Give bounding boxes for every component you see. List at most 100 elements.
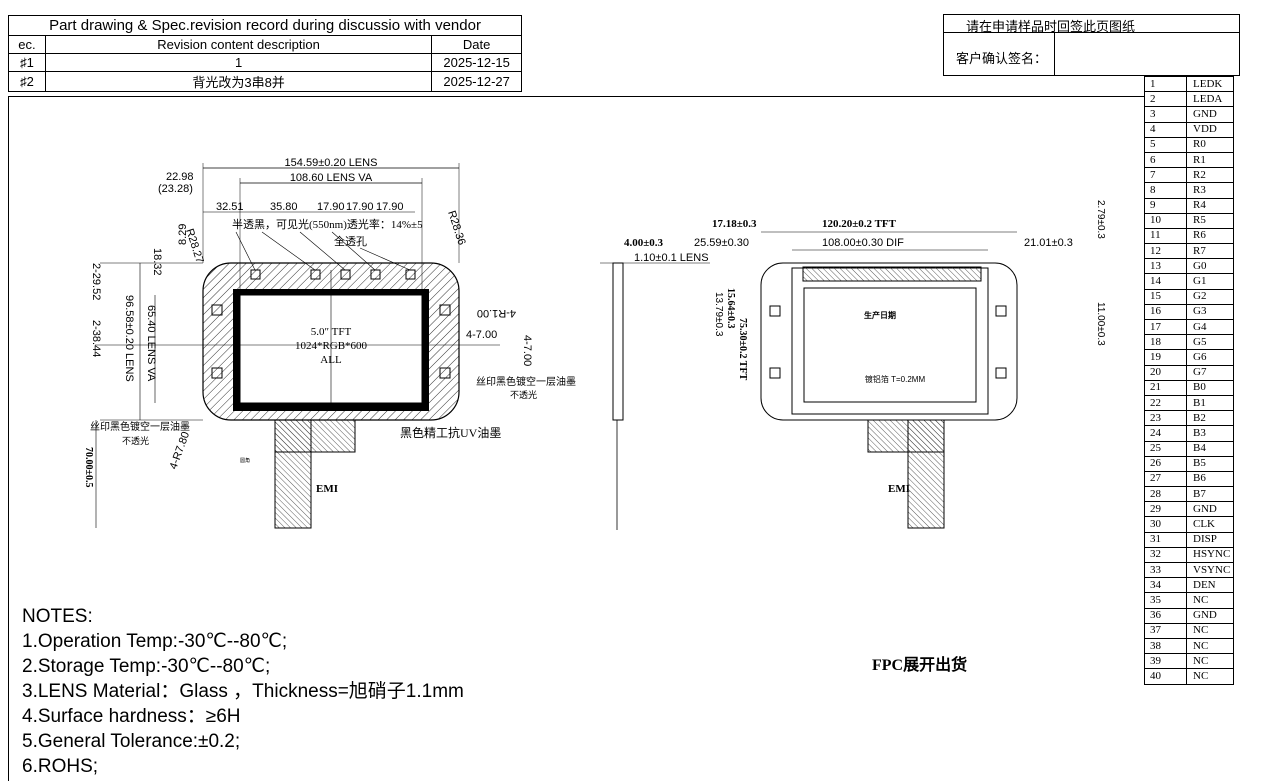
pin-signal: GND (1186, 607, 1234, 624)
pin-number: 4 (1144, 121, 1187, 138)
pin-signal: DISP (1186, 531, 1234, 548)
pin-signal: B1 (1186, 394, 1234, 412)
pin-number: 13 (1144, 258, 1187, 275)
back-outline (760, 262, 1018, 421)
drawing-border (8, 96, 1144, 781)
pin-number: 15 (1144, 288, 1187, 305)
note-item: 5.General Tolerance:±0.2; (22, 731, 241, 752)
pin-number: 36 (1144, 607, 1187, 624)
pin-number: 38 (1144, 637, 1187, 655)
dim-18-32: 18.32 (151, 248, 163, 276)
back-corner-mark (995, 367, 1007, 379)
pin-signal: R7 (1186, 243, 1234, 260)
revision-rev: ♯2 (8, 71, 46, 92)
dim-120-20-tft: 120.20±0.2 TFT (822, 218, 897, 230)
pin-number: 6 (1144, 151, 1187, 169)
pin-signal: NC (1186, 653, 1234, 670)
back-view: 生产日期 镀铝箔 T=0.2MM EMI 17.18±0.3 120.20±0.… (694, 200, 1106, 674)
signoff-box: 请在申请样品时回签此页图纸 客户确认签名： (943, 14, 1240, 76)
top-icon (250, 269, 261, 280)
pin-number: 22 (1144, 394, 1187, 412)
pin-signal: R5 (1186, 212, 1234, 229)
note-item: 4.Surface hardness：≥6H (22, 706, 241, 727)
dim-4-r1-00: 4-R1.00 (477, 307, 516, 319)
corner-mark (211, 367, 223, 379)
revision-row: ♯1 1 2025-12-15 (8, 53, 522, 72)
dim-75-30-tft: 75.30±0.2 TFT (737, 318, 748, 381)
top-icon (370, 269, 381, 280)
dim-25-59: 25.59±0.30 (694, 237, 749, 249)
dim-32-51: 32.51 (216, 201, 244, 213)
pin-number: 3 (1144, 106, 1187, 123)
pin-number: 7 (1144, 167, 1187, 184)
dim-8-29: 8.29 (177, 224, 189, 245)
back-emi-label: EMI (888, 483, 910, 495)
pin-signal: DEN (1186, 577, 1234, 594)
pin-number: 35 (1144, 592, 1187, 609)
pin-signal: R6 (1186, 227, 1234, 245)
dim-lens-thickness: 1.10±0.1 LENS (634, 252, 709, 264)
pin-number: 33 (1144, 561, 1187, 579)
fpc-head (274, 419, 356, 453)
dim-r28-36: R28.36 (445, 209, 467, 246)
pin-number: 26 (1144, 455, 1187, 472)
opaque-left-note: 不透光 (122, 435, 149, 446)
pin-signal: R2 (1186, 167, 1234, 184)
signoff-label: 客户确认签名： (956, 51, 1048, 66)
pin-number: 17 (1144, 318, 1187, 336)
dim-lens-width: 154.59±0.20 LENS (285, 157, 378, 169)
production-date-label: 生产日期 (864, 310, 896, 320)
pin-signal: R4 (1186, 197, 1234, 214)
mechanical-drawing: 5.0″ TFT 1024*RGB*600 ALL EMI 圆角 154.59±… (83, 157, 1106, 674)
pin-number: 21 (1144, 379, 1187, 396)
note-item: 6.ROHS; (22, 756, 99, 777)
pin-number: 9 (1144, 197, 1187, 214)
pin-signal: R0 (1186, 136, 1234, 153)
silk-ink-right-note: 丝印黑色镀空一层油墨 (476, 375, 576, 388)
pin-number: 29 (1144, 501, 1187, 518)
pin-number: 27 (1144, 470, 1187, 488)
revision-rev: ♯1 (8, 53, 46, 72)
notes-block: NOTES: 1.Operation Temp:-30℃--80℃; 2.Sto… (22, 604, 464, 779)
front-view: 5.0″ TFT 1024*RGB*600 ALL EMI 圆角 154.59±… (83, 157, 576, 529)
pin-signal: R1 (1186, 151, 1234, 169)
revision-desc: 背光改为3串8并 (44, 71, 433, 92)
dim-21-01: 21.01±0.3 (1024, 237, 1073, 249)
dim-lens-va-width: 108.60 LENS VA (290, 172, 373, 184)
pin-signal: NC (1186, 668, 1234, 685)
fpc-emi-label: EMI (316, 483, 338, 495)
signoff-instruction: 请在申请样品时回签此页图纸 (966, 19, 1136, 34)
pin-number: 31 (1144, 531, 1187, 548)
pin-signal: NC (1186, 592, 1234, 609)
aluminum-foil-label: 镀铝箔 T=0.2MM (865, 374, 926, 384)
pin-number: 16 (1144, 303, 1187, 321)
top-icon (340, 269, 351, 280)
pin-number: 5 (1144, 136, 1187, 153)
pin-signal: B6 (1186, 470, 1234, 488)
pin-number: 32 (1144, 546, 1187, 564)
pin-number: 39 (1144, 653, 1187, 670)
pin-number: 30 (1144, 516, 1187, 533)
backlight-strip (802, 266, 982, 282)
pin-signal: G4 (1186, 318, 1234, 336)
pin-signal: GND (1186, 106, 1234, 123)
dim-2-79: 2.79±0.3 (1095, 200, 1106, 239)
